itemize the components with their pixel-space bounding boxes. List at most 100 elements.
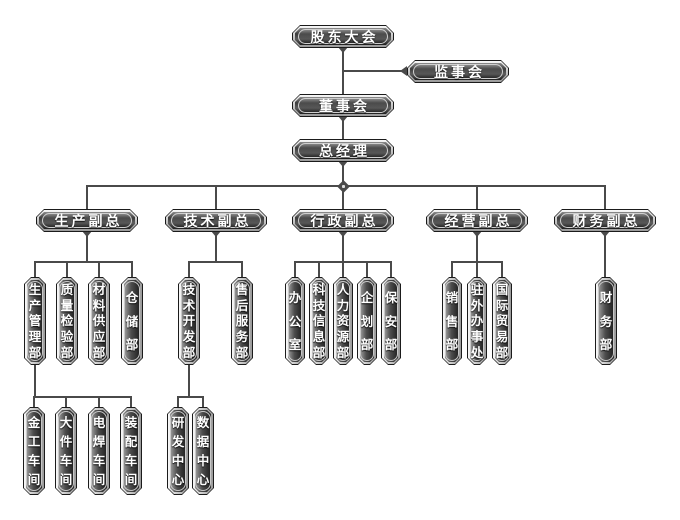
- arrow-down-icon: [600, 231, 610, 237]
- node-label: 经营副总: [444, 213, 513, 230]
- node-label: 驻外办事处: [470, 281, 484, 361]
- connector-line: [188, 261, 190, 277]
- connector-line: [130, 396, 132, 407]
- node-tech-info-dept[interactable]: 科技信息部: [309, 277, 329, 365]
- connector-line: [342, 162, 344, 186]
- connector-line: [98, 261, 100, 277]
- connector-line: [215, 232, 217, 263]
- connector-line: [65, 396, 67, 407]
- arrow-down-icon: [82, 231, 92, 237]
- node-label: 数据中心: [196, 415, 210, 487]
- arrow-down-icon: [338, 116, 348, 122]
- node-warehouse-dept[interactable]: 仓储部: [121, 277, 143, 365]
- node-label: 总经理: [319, 143, 370, 160]
- connector-line: [476, 185, 478, 209]
- node-material-supply-dept[interactable]: 材料供应部: [88, 277, 110, 365]
- node-sales-dept[interactable]: 销售部: [442, 277, 462, 365]
- connector-line: [342, 185, 344, 209]
- connector-line: [390, 261, 392, 277]
- node-technology-vp[interactable]: 技术副总: [165, 209, 267, 232]
- node-label: 人力资源部: [336, 281, 350, 361]
- node-overseas-office[interactable]: 驻外办事处: [467, 277, 487, 365]
- node-supervisory-board[interactable]: 监事会: [407, 60, 509, 83]
- node-label: 财务部: [599, 289, 613, 353]
- node-admin-vp[interactable]: 行政副总: [292, 209, 394, 232]
- node-label: 科技信息部: [312, 281, 326, 361]
- node-label: 质量检验部: [60, 281, 74, 361]
- node-general-manager[interactable]: 总经理: [292, 139, 394, 162]
- connector-line: [604, 232, 606, 277]
- node-metalwork-shop[interactable]: 金工车间: [23, 407, 45, 495]
- connector-line: [188, 365, 190, 398]
- node-label: 办公室: [288, 289, 302, 353]
- node-assembly-shop[interactable]: 装配车间: [120, 407, 142, 495]
- node-security-dept[interactable]: 保安部: [381, 277, 401, 365]
- arrow-down-icon: [338, 47, 348, 53]
- connector-line: [177, 396, 204, 398]
- node-finance-vp[interactable]: 财务副总: [554, 209, 656, 232]
- node-production-mgmt-dept[interactable]: 生产管理部: [24, 277, 46, 365]
- connector-line: [294, 261, 296, 277]
- node-label: 行政副总: [310, 213, 379, 230]
- node-label: 仓储部: [125, 289, 139, 353]
- node-data-center[interactable]: 数据中心: [192, 407, 214, 495]
- node-label: 股东大会: [310, 29, 379, 46]
- node-after-sales-dept[interactable]: 售后服务部: [231, 277, 253, 365]
- node-rd-center[interactable]: 研发中心: [167, 407, 189, 495]
- connector-line: [476, 232, 478, 263]
- connector-line: [342, 261, 344, 277]
- connector-line: [34, 261, 36, 277]
- connector-line: [604, 185, 606, 209]
- connector-line: [86, 185, 88, 209]
- connector-line: [342, 70, 407, 72]
- connector-line: [318, 261, 320, 277]
- connector-line: [202, 396, 204, 407]
- connector-line: [86, 232, 88, 263]
- connector-line: [177, 396, 179, 407]
- node-label: 董事会: [319, 98, 370, 115]
- connector-line: [476, 261, 478, 277]
- node-label: 监事会: [434, 64, 485, 81]
- node-label: 国际贸易部: [495, 281, 509, 361]
- arrow-down-icon: [338, 231, 348, 237]
- node-label: 大件车间: [59, 415, 73, 487]
- node-label: 保安部: [384, 289, 398, 353]
- node-production-vp[interactable]: 生产副总: [36, 209, 138, 232]
- connector-line: [501, 261, 503, 277]
- connector-line: [33, 396, 132, 398]
- node-label: 研发中心: [171, 415, 185, 487]
- node-intl-trade-dept[interactable]: 国际贸易部: [492, 277, 512, 365]
- diamond-junction-icon: [337, 180, 350, 193]
- connector-line: [34, 261, 133, 263]
- node-welding-shop[interactable]: 电焊车间: [88, 407, 110, 495]
- connector-line: [66, 261, 68, 277]
- node-label: 企划部: [360, 289, 374, 353]
- node-planning-dept[interactable]: 企划部: [357, 277, 377, 365]
- connector-line: [215, 185, 217, 209]
- node-board-of-directors[interactable]: 董事会: [292, 94, 394, 117]
- node-label: 销售部: [445, 289, 459, 353]
- node-tech-development-dept[interactable]: 技术开发部: [178, 277, 200, 365]
- connector-line: [188, 261, 243, 263]
- connector-line: [342, 232, 344, 263]
- node-large-parts-shop[interactable]: 大件车间: [55, 407, 77, 495]
- node-operations-vp[interactable]: 经营副总: [426, 209, 528, 232]
- node-label: 生产管理部: [28, 281, 42, 361]
- connector-line: [342, 117, 344, 139]
- node-office[interactable]: 办公室: [285, 277, 305, 365]
- node-hr-dept[interactable]: 人力资源部: [333, 277, 353, 365]
- node-quality-inspection-dept[interactable]: 质量检验部: [56, 277, 78, 365]
- node-label: 电焊车间: [92, 415, 106, 487]
- node-label: 金工车间: [27, 415, 41, 487]
- connector-line: [33, 396, 35, 407]
- arrow-down-icon: [472, 231, 482, 237]
- node-finance-dept[interactable]: 财务部: [595, 277, 617, 365]
- arrow-down-icon: [338, 161, 348, 167]
- node-label: 售后服务部: [235, 281, 249, 361]
- node-shareholders-meeting[interactable]: 股东大会: [292, 25, 394, 48]
- node-label: 生产副总: [54, 213, 123, 230]
- connector-line: [131, 261, 133, 277]
- connector-line: [241, 261, 243, 277]
- node-label: 技术开发部: [182, 281, 196, 361]
